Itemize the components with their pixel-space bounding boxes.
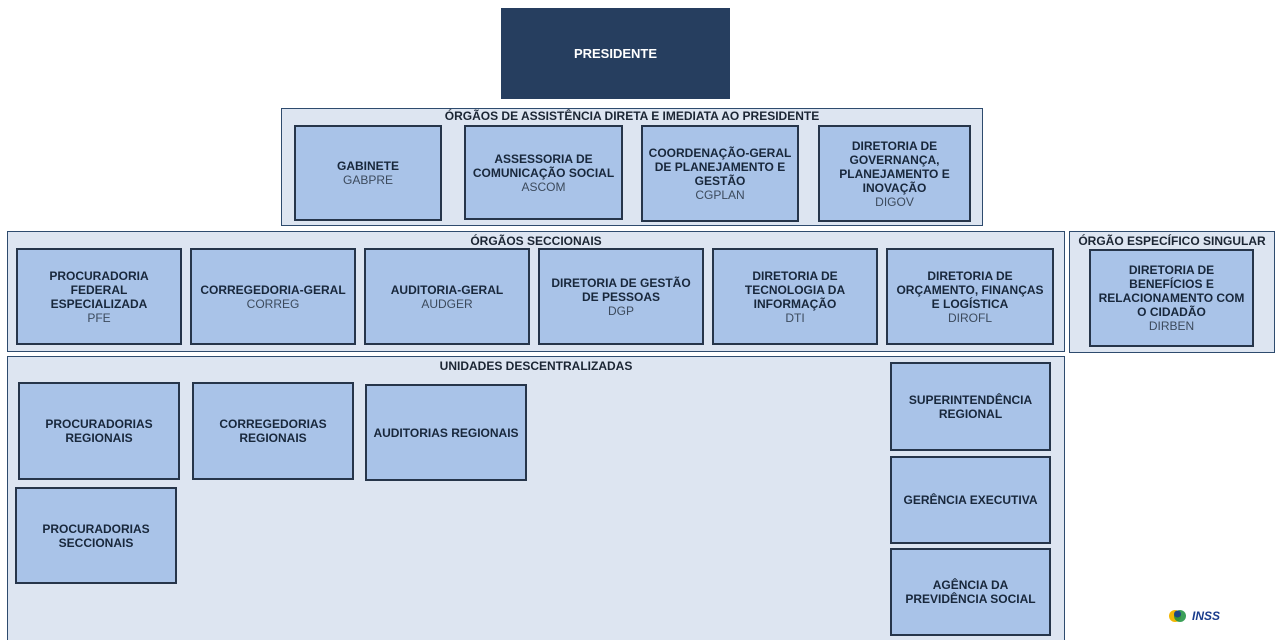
box-cgplan: COORDENAÇÃO-GERAL DE PLANEJAMENTO E GEST… [641,125,799,222]
assistencia-panel-title: ÓRGÃOS DE ASSISTÊNCIA DIRETA E IMEDIATA … [444,109,820,123]
box-auditorias-regionais: AUDITORIAS REGIONAIS [365,384,527,481]
box-abbr: CGPLAN [695,187,745,202]
box-title: ASSESSORIA DE COMUNICAÇÃO SOCIAL [472,151,615,180]
descentralizadas-panel-title: UNIDADES DESCENTRALIZADAS [439,359,633,373]
box-abbr: PFE [87,310,111,325]
box-title: SUPERINTENDÊNCIA REGIONAL [908,392,1033,421]
box-audger: AUDITORIA-GERAL AUDGER [364,248,530,345]
seccionais-panel-title: ÓRGÃOS SECCIONAIS [470,234,602,248]
singular-panel-title: ÓRGÃO ESPECÍFICO SINGULAR [1078,234,1266,248]
box-title: DIRETORIA DE GESTÃO DE PESSOAS [551,275,691,304]
box-title: COORDENAÇÃO-GERAL DE PLANEJAMENTO E GEST… [648,145,792,188]
box-title: DIRETORIA DE GOVERNANÇA, PLANEJAMENTO E … [839,138,950,195]
box-abbr: AUDGER [421,296,473,311]
inss-logo: INSS [1168,606,1238,626]
inss-logo-text: INSS [1192,609,1221,623]
box-title: DIRETORIA DE BENEFÍCIOS E RELACIONAMENTO… [1098,263,1245,319]
descentralizadas-panel: UNIDADES DESCENTRALIZADAS [7,356,1065,640]
box-dirben: DIRETORIA DE BENEFÍCIOS E RELACIONAMENTO… [1089,249,1254,347]
box-title: PROCURADORIA FEDERAL ESPECIALIZADA [49,268,149,311]
box-dti: DIRETORIA DE TECNOLOGIA DA INFORMAÇÃO DT… [712,248,878,345]
box-title: DIRETORIA DE TECNOLOGIA DA INFORMAÇÃO [744,268,846,311]
president-box: PRESIDENTE [501,8,730,99]
box-title: AUDITORIAS REGIONAIS [373,425,519,440]
box-gabinete: GABINETE GABPRE [294,125,442,221]
box-abbr: DIROFL [947,310,992,325]
box-corregedorias-regionais: CORREGEDORIAS REGIONAIS [192,382,354,480]
box-digov: DIRETORIA DE GOVERNANÇA, PLANEJAMENTO E … [818,125,971,222]
box-abbr: ASCOM [521,179,566,194]
box-gerencia-executiva: GERÊNCIA EXECUTIVA [890,456,1051,544]
inss-logo-icon [1169,610,1186,622]
box-abbr: DGP [607,303,634,318]
box-procuradorias-seccionais: PROCURADORIAS SECCIONAIS [15,487,177,584]
box-title: CORREGEDORIAS REGIONAIS [219,417,327,445]
box-pfe: PROCURADORIA FEDERAL ESPECIALIZADA PFE [16,248,182,345]
box-agencia-previdencia-social: AGÊNCIA DA PREVIDÊNCIA SOCIAL [890,548,1051,636]
president-label: PRESIDENTE [573,46,658,61]
box-abbr: CORREG [246,296,300,311]
box-abbr: DTI [785,310,805,325]
box-title: PROCURADORIAS SECCIONAIS [42,521,150,550]
box-title: CORREGEDORIA-GERAL [200,282,346,297]
box-title: AUDITORIA-GERAL [390,282,504,297]
box-dirofl: DIRETORIA DE ORÇAMENTO, FINANÇAS E LOGÍS… [886,248,1054,345]
box-procuradorias-regionais: PROCURADORIAS REGIONAIS [18,382,180,480]
box-title: AGÊNCIA DA PREVIDÊNCIA SOCIAL [905,578,1036,606]
box-title: GERÊNCIA EXECUTIVA [903,493,1038,507]
box-superintendencia-regional: SUPERINTENDÊNCIA REGIONAL [890,362,1051,451]
box-abbr: GABPRE [342,173,393,187]
box-title: DIRETORIA DE ORÇAMENTO, FINANÇAS E LOGÍS… [896,268,1044,311]
box-correg: CORREGEDORIA-GERAL CORREG [190,248,356,345]
box-abbr: DIGOV [875,194,914,209]
box-abbr: DIRBEN [1148,319,1195,333]
box-ascom: ASSESSORIA DE COMUNICAÇÃO SOCIAL ASCOM [464,125,623,220]
box-title: GABINETE [336,159,399,173]
box-title: PROCURADORIAS REGIONAIS [45,417,153,445]
box-dgp: DIRETORIA DE GESTÃO DE PESSOAS DGP [538,248,704,345]
